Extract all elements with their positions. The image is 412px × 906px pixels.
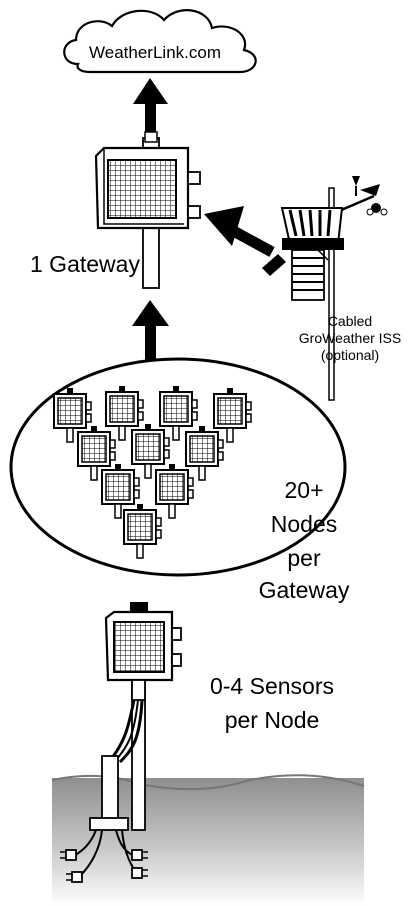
node-cluster [53,385,252,559]
ground-area [52,778,364,906]
arrow-nodes-to-gateway [132,300,169,360]
nodes-label-line2: Nodes [271,511,337,537]
iss-label-line1: Cabled [328,313,372,329]
nodes-group-ellipse [9,357,347,577]
node-unit [155,463,194,519]
nodes-label-line3: per [287,545,321,571]
sensor-probe [131,867,148,879]
node-unit [185,425,224,481]
gateway-label: 1 Gateway [30,251,140,277]
sensor-probe [66,871,83,883]
sensor-probe [131,849,148,861]
weather-station [262,176,388,401]
node-unit [213,387,252,443]
arrow-to-cloud [133,78,168,132]
iss-label-line3: (optional) [321,347,379,363]
gateway-device [94,131,201,289]
nodes-label-line4: Gateway [259,577,350,603]
nodes-label-line1: 20+ [284,477,323,503]
cloud-shape: WeatherLink.com [63,9,257,74]
sensor-probe [60,849,77,861]
node-unit [123,503,162,559]
arrow-iss-to-gateway [204,206,275,257]
node-with-sensors [51,602,365,906]
sensors-label-line1: 0-4 Sensors [210,673,334,699]
iss-label-line2: GroWeather ISS [299,330,401,346]
cloud-label: WeatherLink.com [89,43,221,62]
sensors-label-line2: per Node [225,707,320,733]
